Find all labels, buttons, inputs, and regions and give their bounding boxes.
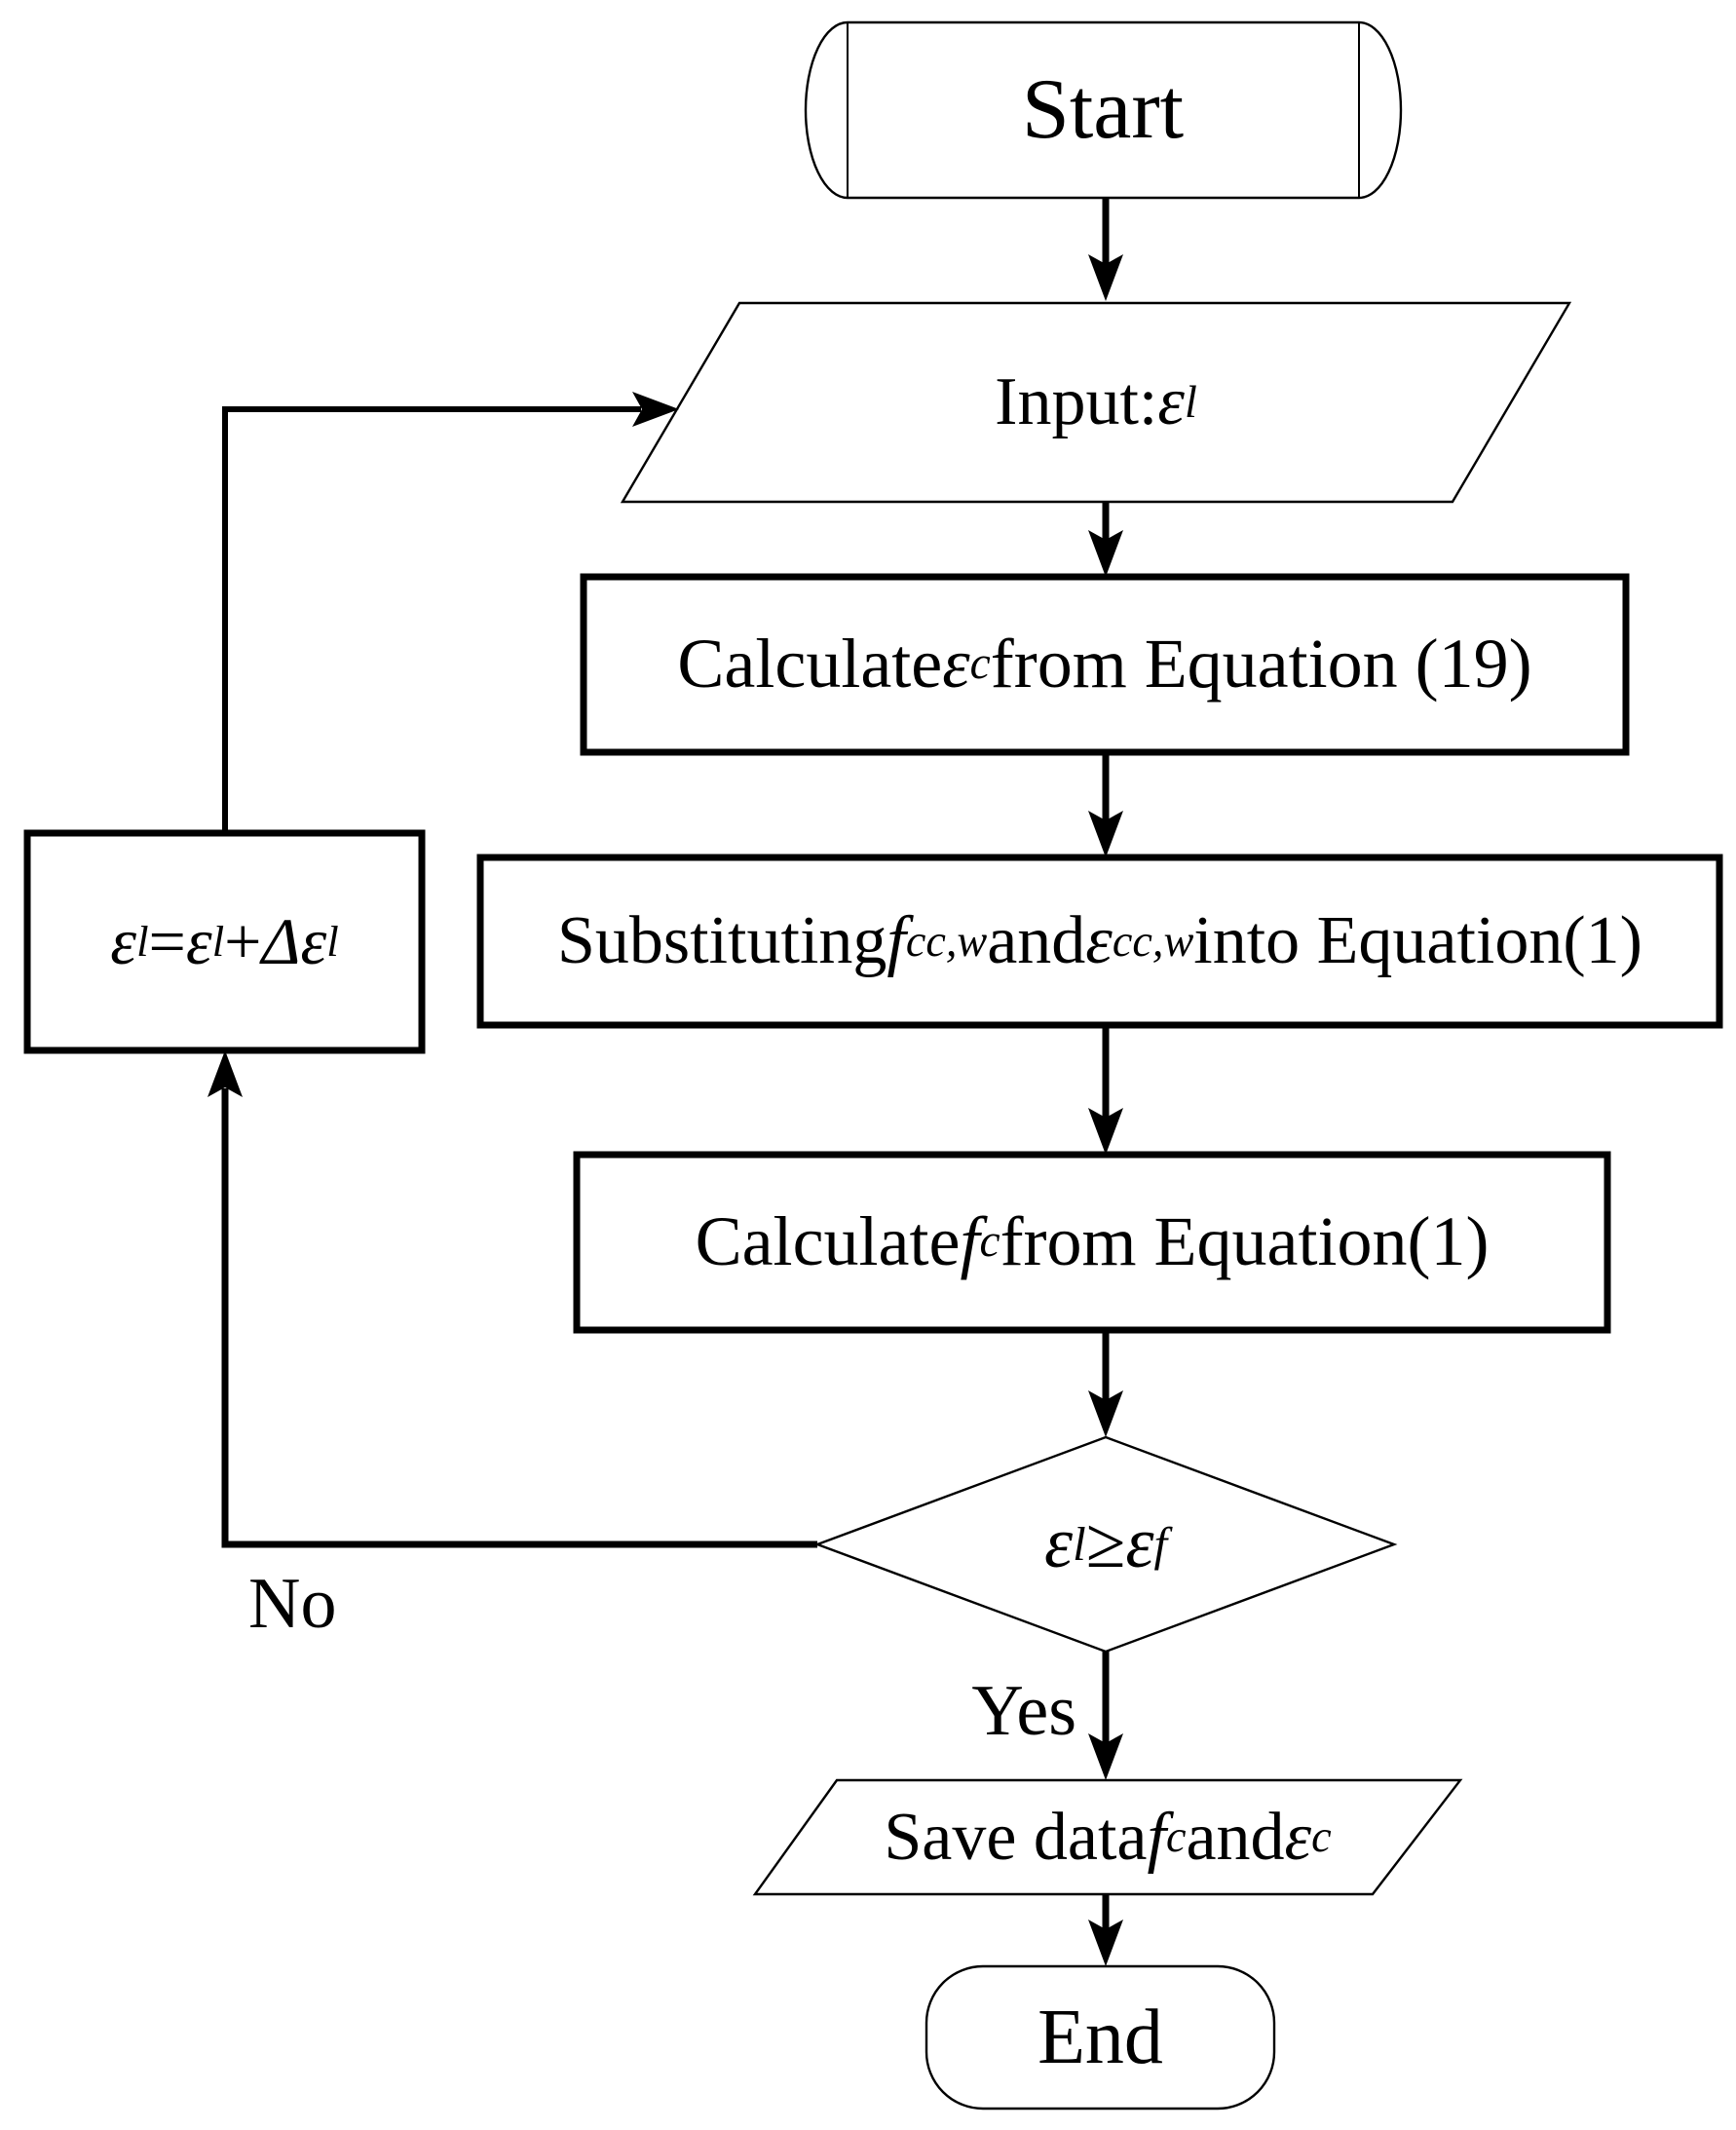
arrow-input-to-calc-ec	[1088, 502, 1123, 577]
epsilon-symbol: ε	[942, 625, 970, 704]
calc-ec-text-1: from Equation (19)	[990, 625, 1532, 704]
geq-operator: ≥	[1085, 1503, 1126, 1584]
arrow-head-down	[1088, 254, 1123, 301]
substitute-text-0: Substituting	[556, 903, 887, 979]
epsilon-symbol: ε	[1284, 1799, 1312, 1875]
input-parallelogram-shape	[620, 301, 1572, 504]
arrow-head-down	[1088, 1733, 1123, 1780]
end-node-label: End	[926, 1966, 1274, 2109]
save-parallelogram-shape	[752, 1778, 1463, 1896]
equals-operator: =	[148, 903, 186, 978]
subscript-ccw: cc,w	[905, 915, 988, 966]
input-text: Input:	[995, 364, 1158, 440]
arrow-head-down	[1088, 1920, 1123, 1966]
epsilon-symbol: ε	[110, 903, 137, 978]
epsilon-symbol: ε	[300, 903, 327, 978]
start-node-label: Start	[806, 22, 1400, 198]
yes-branch-label: Yes	[838, 1668, 1076, 1756]
arrow-head-down	[1088, 1390, 1123, 1437]
delta-symbol: Δ	[261, 903, 301, 978]
arrow-calc-ec-to-substitute	[1088, 752, 1123, 857]
subscript-c: c	[1311, 1811, 1332, 1862]
subscript-c: c	[979, 1216, 1000, 1268]
f-symbol: f	[960, 1202, 980, 1281]
f-symbol: f	[1147, 1799, 1166, 1875]
no-text: No	[248, 1564, 337, 1645]
subscript-l: l	[136, 916, 149, 966]
substitute-text-1: and	[987, 903, 1086, 979]
arrow-decision-yes-to-save	[1088, 1652, 1123, 1780]
subscript-l: l	[1184, 376, 1197, 427]
arrow-head-up	[208, 1050, 243, 1097]
subscript-c: c	[1165, 1811, 1187, 1862]
arrow-increment-to-input	[222, 392, 679, 833]
subscript-l: l	[326, 916, 339, 966]
plus-operator: +	[224, 903, 262, 978]
calc-fc-text-1: from Equation(1)	[1000, 1202, 1490, 1281]
arrow-calc-fc-to-decision	[1088, 1330, 1123, 1437]
no-branch-line	[221, 1088, 817, 1548]
subscript-ccw: cc,w	[1112, 915, 1194, 966]
arrow-decision-no-to-increment	[208, 1050, 817, 1548]
subscript-f: f	[1153, 1517, 1168, 1572]
epsilon-symbol: ε	[1085, 903, 1113, 979]
end-terminal-shape	[925, 1964, 1276, 2111]
epsilon-symbol: ε	[1157, 364, 1185, 440]
f-symbol: f	[887, 903, 906, 979]
subscript-c: c	[969, 638, 991, 690]
start-text: Start	[1021, 61, 1185, 157]
substitute-process-shape	[476, 854, 1723, 1029]
arrow-head-down	[1088, 530, 1123, 577]
loop-return-line	[222, 406, 641, 833]
subscript-l: l	[1073, 1517, 1086, 1572]
epsilon-symbol: ε	[185, 903, 212, 978]
arrow-head-right	[632, 392, 679, 427]
arrow-start-to-input	[1088, 198, 1123, 301]
arrow-head-down	[1088, 811, 1123, 857]
no-branch-label: No	[248, 1561, 502, 1649]
calc-ec-text-0: Calculate	[677, 625, 943, 704]
substitute-text-2: into Equation(1)	[1193, 903, 1642, 979]
subscript-l: l	[211, 916, 225, 966]
arrow-substitute-to-calc-fc	[1088, 1025, 1123, 1155]
yes-text: Yes	[971, 1671, 1076, 1752]
calc-fc-text-0: Calculate	[695, 1202, 961, 1281]
save-text-0: Save data	[884, 1799, 1148, 1875]
save-text-1: and	[1186, 1799, 1285, 1875]
epsilon-symbol: ε	[1125, 1503, 1154, 1584]
epsilon-symbol: ε	[1043, 1503, 1074, 1584]
end-text: End	[1038, 1995, 1163, 2080]
arrow-save-to-end	[1088, 1894, 1123, 1966]
arrow-head-down	[1088, 1108, 1123, 1155]
calc-fc-process-shape	[573, 1151, 1611, 1334]
